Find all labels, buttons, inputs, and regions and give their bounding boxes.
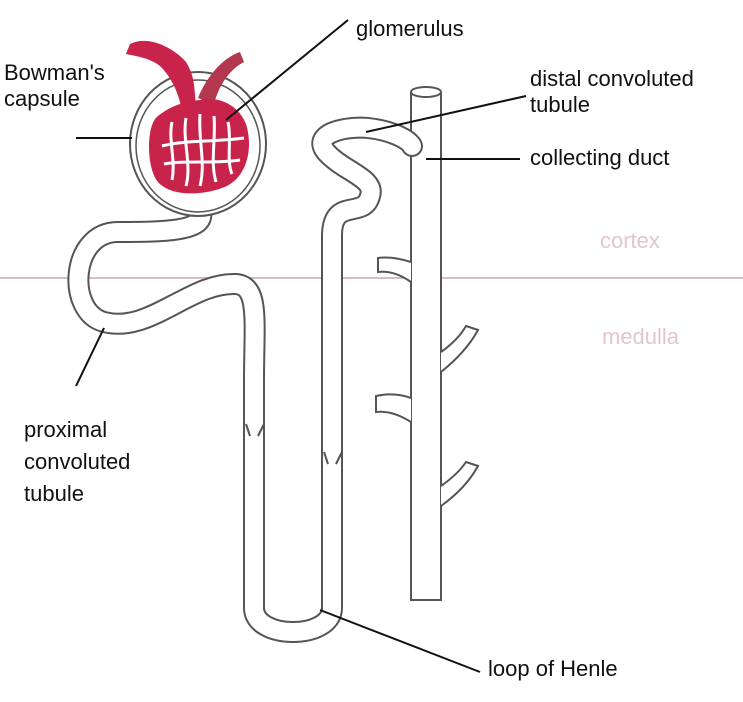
label-distal-line1: distal convoluted <box>530 66 694 91</box>
glomerulus-shape <box>126 40 249 194</box>
nephron-tubule <box>67 116 423 643</box>
loop-thin-segment-marks <box>245 423 343 465</box>
label-proximal-line1: proximal <box>24 417 108 442</box>
label-loop-of-henle: loop of Henle <box>488 656 618 681</box>
leader-loop-of-henle <box>319 609 481 673</box>
label-proximal-line3: tubule <box>24 481 84 506</box>
label-distal-convoluted-tubule: distal convoluted tubule <box>530 66 694 118</box>
label-proximal-convoluted-tubule: proximal convoluted tubule <box>24 414 130 510</box>
label-bowmans-capsule-line1: Bowman's <box>4 60 105 85</box>
leader-lines <box>75 19 527 673</box>
label-glomerulus: glomerulus <box>356 16 464 41</box>
label-collecting-duct: collecting duct <box>530 145 670 170</box>
label-distal-line2: tubule <box>530 92 590 117</box>
label-bowmans-capsule: Bowman's capsule <box>4 60 105 112</box>
zone-label-medulla: medulla <box>602 324 680 349</box>
zone-label-cortex: cortex <box>600 228 660 253</box>
leader-distal-tubule <box>365 95 527 133</box>
collecting-duct-shape <box>375 86 480 601</box>
label-proximal-line2: convoluted <box>24 449 131 474</box>
label-bowmans-capsule-line2: capsule <box>4 86 80 111</box>
efferent-arteriole <box>198 52 244 104</box>
leader-glomerulus <box>225 19 349 121</box>
leader-proximal-tubule <box>75 327 105 387</box>
